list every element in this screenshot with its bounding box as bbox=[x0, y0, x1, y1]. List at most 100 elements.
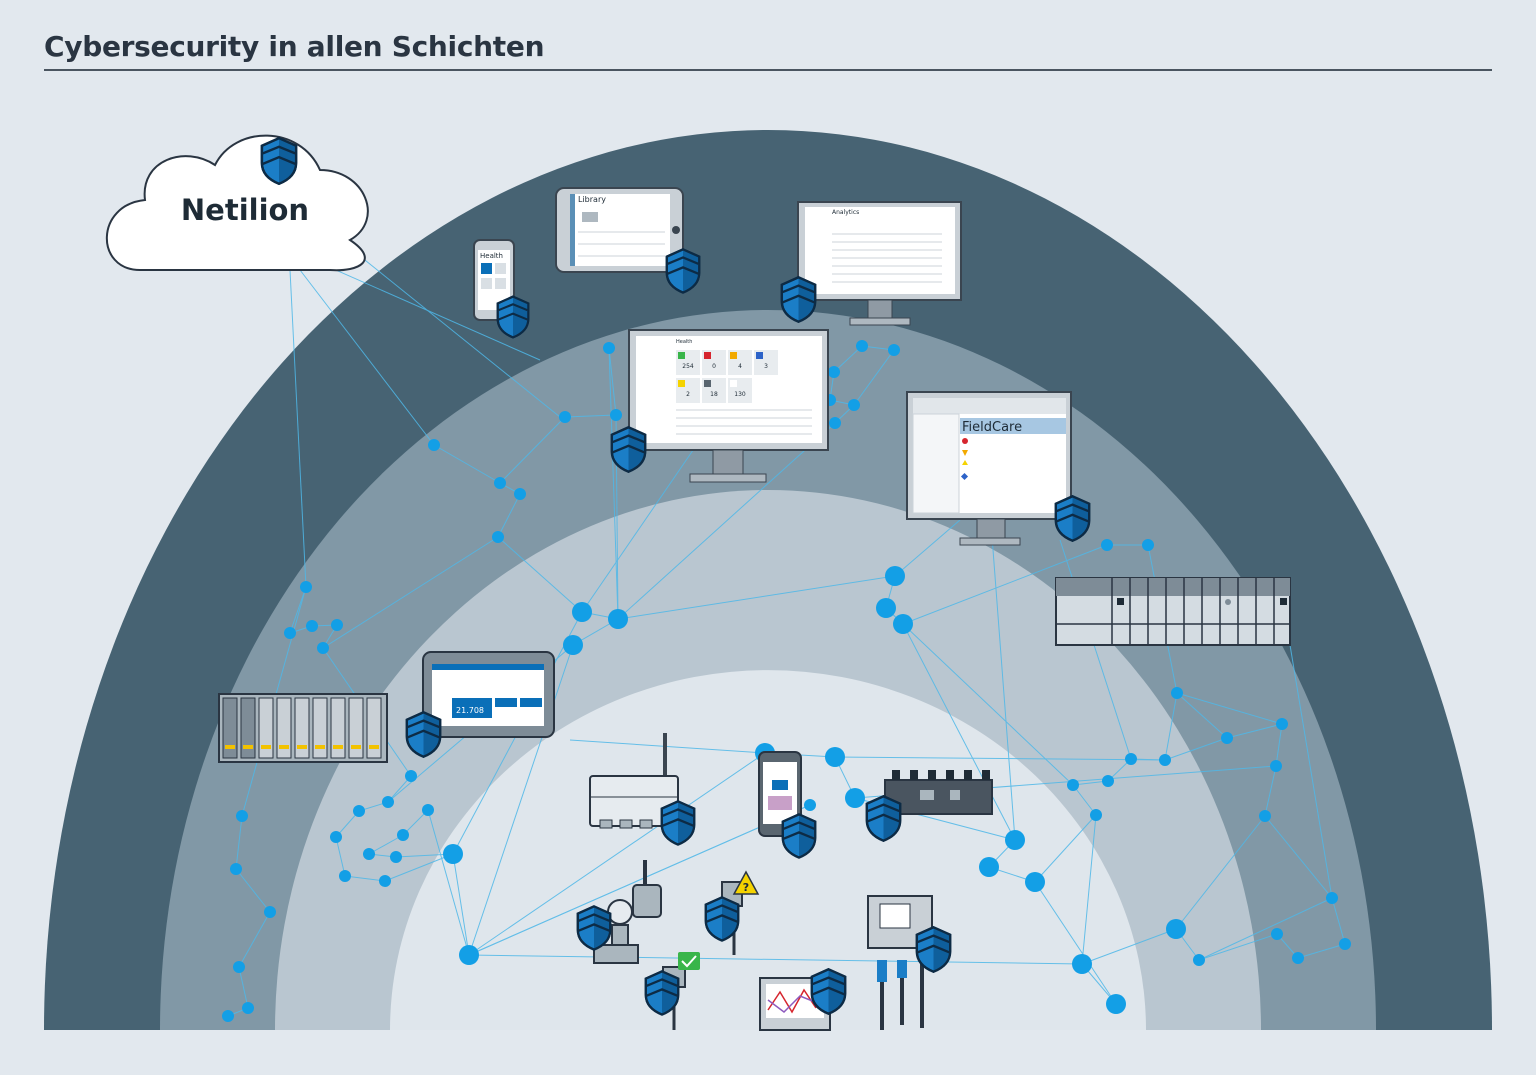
network-link bbox=[569, 739, 766, 754]
network-link bbox=[1175, 815, 1266, 930]
network-node bbox=[829, 417, 841, 429]
network-nodes bbox=[222, 340, 1351, 1022]
io-slot bbox=[276, 697, 292, 759]
network-link bbox=[1059, 539, 1132, 760]
health-count: 0 bbox=[712, 363, 716, 370]
network-node bbox=[563, 635, 583, 655]
network-link bbox=[452, 853, 470, 956]
network-node bbox=[459, 945, 479, 965]
title-rule bbox=[44, 69, 1492, 71]
network-node bbox=[848, 399, 860, 411]
network-link bbox=[238, 911, 271, 968]
network-node bbox=[603, 342, 615, 354]
network-link bbox=[834, 756, 1166, 761]
network-node bbox=[363, 848, 375, 860]
network-node bbox=[979, 857, 999, 877]
network-link bbox=[322, 536, 499, 649]
network-link bbox=[1297, 943, 1346, 959]
network-node bbox=[1005, 830, 1025, 850]
network-node bbox=[804, 799, 816, 811]
flowmeter[interactable] bbox=[576, 860, 662, 964]
io-slot bbox=[294, 697, 310, 759]
network-link bbox=[468, 804, 811, 956]
network-link bbox=[235, 815, 243, 870]
health-status-icon bbox=[678, 352, 685, 359]
network-node bbox=[1270, 760, 1282, 772]
network-link bbox=[427, 809, 470, 956]
health-status-icon bbox=[678, 380, 685, 387]
network-node bbox=[236, 810, 248, 822]
network-node bbox=[317, 642, 329, 654]
smartphone-field-app[interactable] bbox=[758, 751, 817, 859]
network-link bbox=[1072, 784, 1097, 816]
network-node bbox=[1326, 892, 1338, 904]
netilion-cloud[interactable]: Netilion bbox=[105, 134, 369, 272]
network-node bbox=[379, 875, 391, 887]
rugged-tablet-shield-icon bbox=[405, 711, 442, 758]
network-link bbox=[238, 966, 249, 1009]
network-node bbox=[264, 906, 276, 918]
smartphone-health-app[interactable]: Health bbox=[473, 239, 530, 339]
cloud-shield-icon bbox=[260, 137, 298, 185]
io-indicator bbox=[225, 745, 235, 749]
monitor-fieldcare-app[interactable]: FieldCare bbox=[906, 391, 1091, 546]
network-node bbox=[443, 844, 463, 864]
network-node bbox=[284, 627, 296, 639]
network-link bbox=[289, 269, 307, 588]
network-link bbox=[894, 519, 961, 577]
temperature-sensor-shield-icon bbox=[644, 970, 680, 1016]
level-sensor-warning[interactable]: ? bbox=[704, 870, 760, 955]
health-status-icon bbox=[730, 352, 737, 359]
edge-device[interactable] bbox=[865, 770, 993, 842]
network-link bbox=[1289, 644, 1333, 899]
network-node bbox=[1259, 810, 1271, 822]
tablet-library-app[interactable]: Library bbox=[555, 187, 701, 294]
network-node bbox=[353, 805, 365, 817]
network-node bbox=[885, 566, 905, 586]
temperature-sensor-ok[interactable] bbox=[644, 952, 700, 1030]
network-node bbox=[300, 581, 312, 593]
network-node bbox=[1166, 919, 1186, 939]
security-layers bbox=[44, 130, 1492, 1030]
plc-controller-right[interactable] bbox=[1055, 577, 1291, 646]
network-node bbox=[888, 344, 900, 356]
data-recorder[interactable] bbox=[759, 968, 847, 1031]
health-count: 4 bbox=[738, 363, 742, 370]
monitor-analytics-app[interactable]: Analytics bbox=[780, 201, 962, 326]
recorder-shield-icon bbox=[810, 968, 847, 1015]
network-node bbox=[825, 747, 845, 767]
network-node bbox=[572, 602, 592, 622]
network-node bbox=[1159, 754, 1171, 766]
analyzer-shield-icon bbox=[915, 926, 952, 973]
network-link bbox=[1034, 814, 1097, 883]
io-slot bbox=[222, 697, 238, 759]
network-node bbox=[1101, 539, 1113, 551]
analytics-shield-icon bbox=[780, 276, 817, 323]
network-link bbox=[1164, 737, 1228, 761]
health-status-icon bbox=[756, 352, 763, 359]
network-node bbox=[331, 619, 343, 631]
field-phone-shield-icon bbox=[781, 813, 817, 859]
network-link bbox=[468, 752, 766, 956]
health-count: 254 bbox=[682, 363, 694, 370]
network-node bbox=[1106, 994, 1126, 1014]
network-node bbox=[1142, 539, 1154, 551]
io-indicator bbox=[333, 745, 343, 749]
network-node bbox=[1025, 872, 1045, 892]
network-node bbox=[514, 488, 526, 500]
rugged-field-tablet[interactable]: 21.708 bbox=[405, 651, 555, 758]
remote-io-left[interactable] bbox=[218, 693, 388, 763]
liquid-analyzer[interactable] bbox=[867, 895, 952, 1030]
wireless-gateway[interactable] bbox=[589, 733, 696, 846]
network-node bbox=[306, 620, 318, 632]
io-indicator bbox=[351, 745, 361, 749]
network-link bbox=[1275, 723, 1283, 767]
network-node bbox=[339, 870, 351, 882]
cloud-label: Netilion bbox=[181, 193, 309, 227]
io-slot bbox=[312, 697, 328, 759]
network-node bbox=[390, 851, 402, 863]
